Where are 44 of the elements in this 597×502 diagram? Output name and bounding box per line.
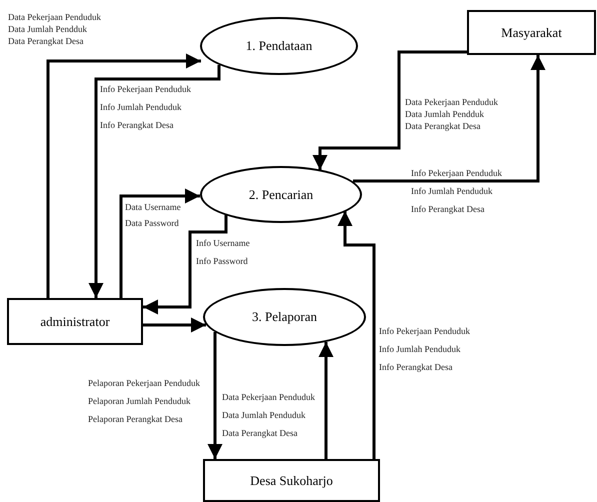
flow-label: Data Jumlah Penduduk: [222, 410, 306, 421]
entity-box: [7, 298, 143, 345]
flow-label: Info Pekerjaan Penduduk: [100, 84, 191, 95]
arrow: [143, 318, 206, 332]
flow-label: Data Perangkat Desa: [8, 36, 84, 47]
node-label: 2. Pencarian: [248, 186, 314, 202]
entity-box: [203, 459, 380, 502]
flow-label: Info Perangkat Desa: [379, 362, 452, 373]
flow-label: Data Perangkat Desa: [405, 121, 480, 132]
flow-label: Data Pekerjaan Penduduk: [222, 392, 315, 403]
flow-label: Pelaporan Pekerjaan Penduduk: [88, 378, 200, 389]
flow-label: Data Pekerjaan Penduduk: [405, 97, 498, 108]
flow-label: Info Jumlah Penduduk: [100, 102, 182, 113]
flow-label: Info Username: [196, 238, 250, 249]
arrow: [312, 50, 467, 170]
node-label: 3. Pelaporan: [252, 309, 317, 325]
flow-label: Info Jumlah Penduduk: [411, 186, 492, 197]
arrow: [88, 65, 220, 298]
flow-label: Data Jumlah Pendduk: [8, 24, 87, 35]
flow-label: Info Jumlah Penduduk: [379, 344, 460, 355]
flow-label: Data Jumlah Pendduk: [405, 109, 484, 120]
node-label: administrator: [40, 314, 110, 330]
node-label: Desa Sukoharjo: [250, 472, 333, 488]
arrow: [46, 54, 201, 298]
arrow: [338, 211, 376, 459]
entity-box: [467, 10, 596, 55]
arrow: [143, 215, 228, 314]
flow-label: Info Perangkat Desa: [411, 204, 484, 215]
flow-label: Pelaporan Jumlah Penduduk: [88, 396, 190, 407]
flow-label: Info Pekerjaan Penduduk: [411, 168, 502, 179]
flow-label: Info Pekerjaan Penduduk: [379, 326, 470, 337]
arrow: [208, 332, 222, 459]
flow-label: Data Password: [125, 218, 179, 229]
flow-label: Data Username: [125, 202, 181, 213]
node-label: 1. Pendataan: [246, 38, 312, 54]
flow-label: Info Password: [196, 256, 248, 267]
flow-label: Pelaporan Perangkat Desa: [88, 414, 182, 425]
arrow: [120, 188, 200, 298]
flow-label: Data Pekerjaan Penduduk: [8, 12, 101, 23]
flow-label: Info Perangkat Desa: [100, 120, 174, 131]
flow-label: Data Perangkat Desa: [222, 428, 298, 439]
arrow: [318, 342, 334, 459]
node-label: Masyarakat: [501, 24, 562, 40]
arrow: [353, 55, 546, 182]
